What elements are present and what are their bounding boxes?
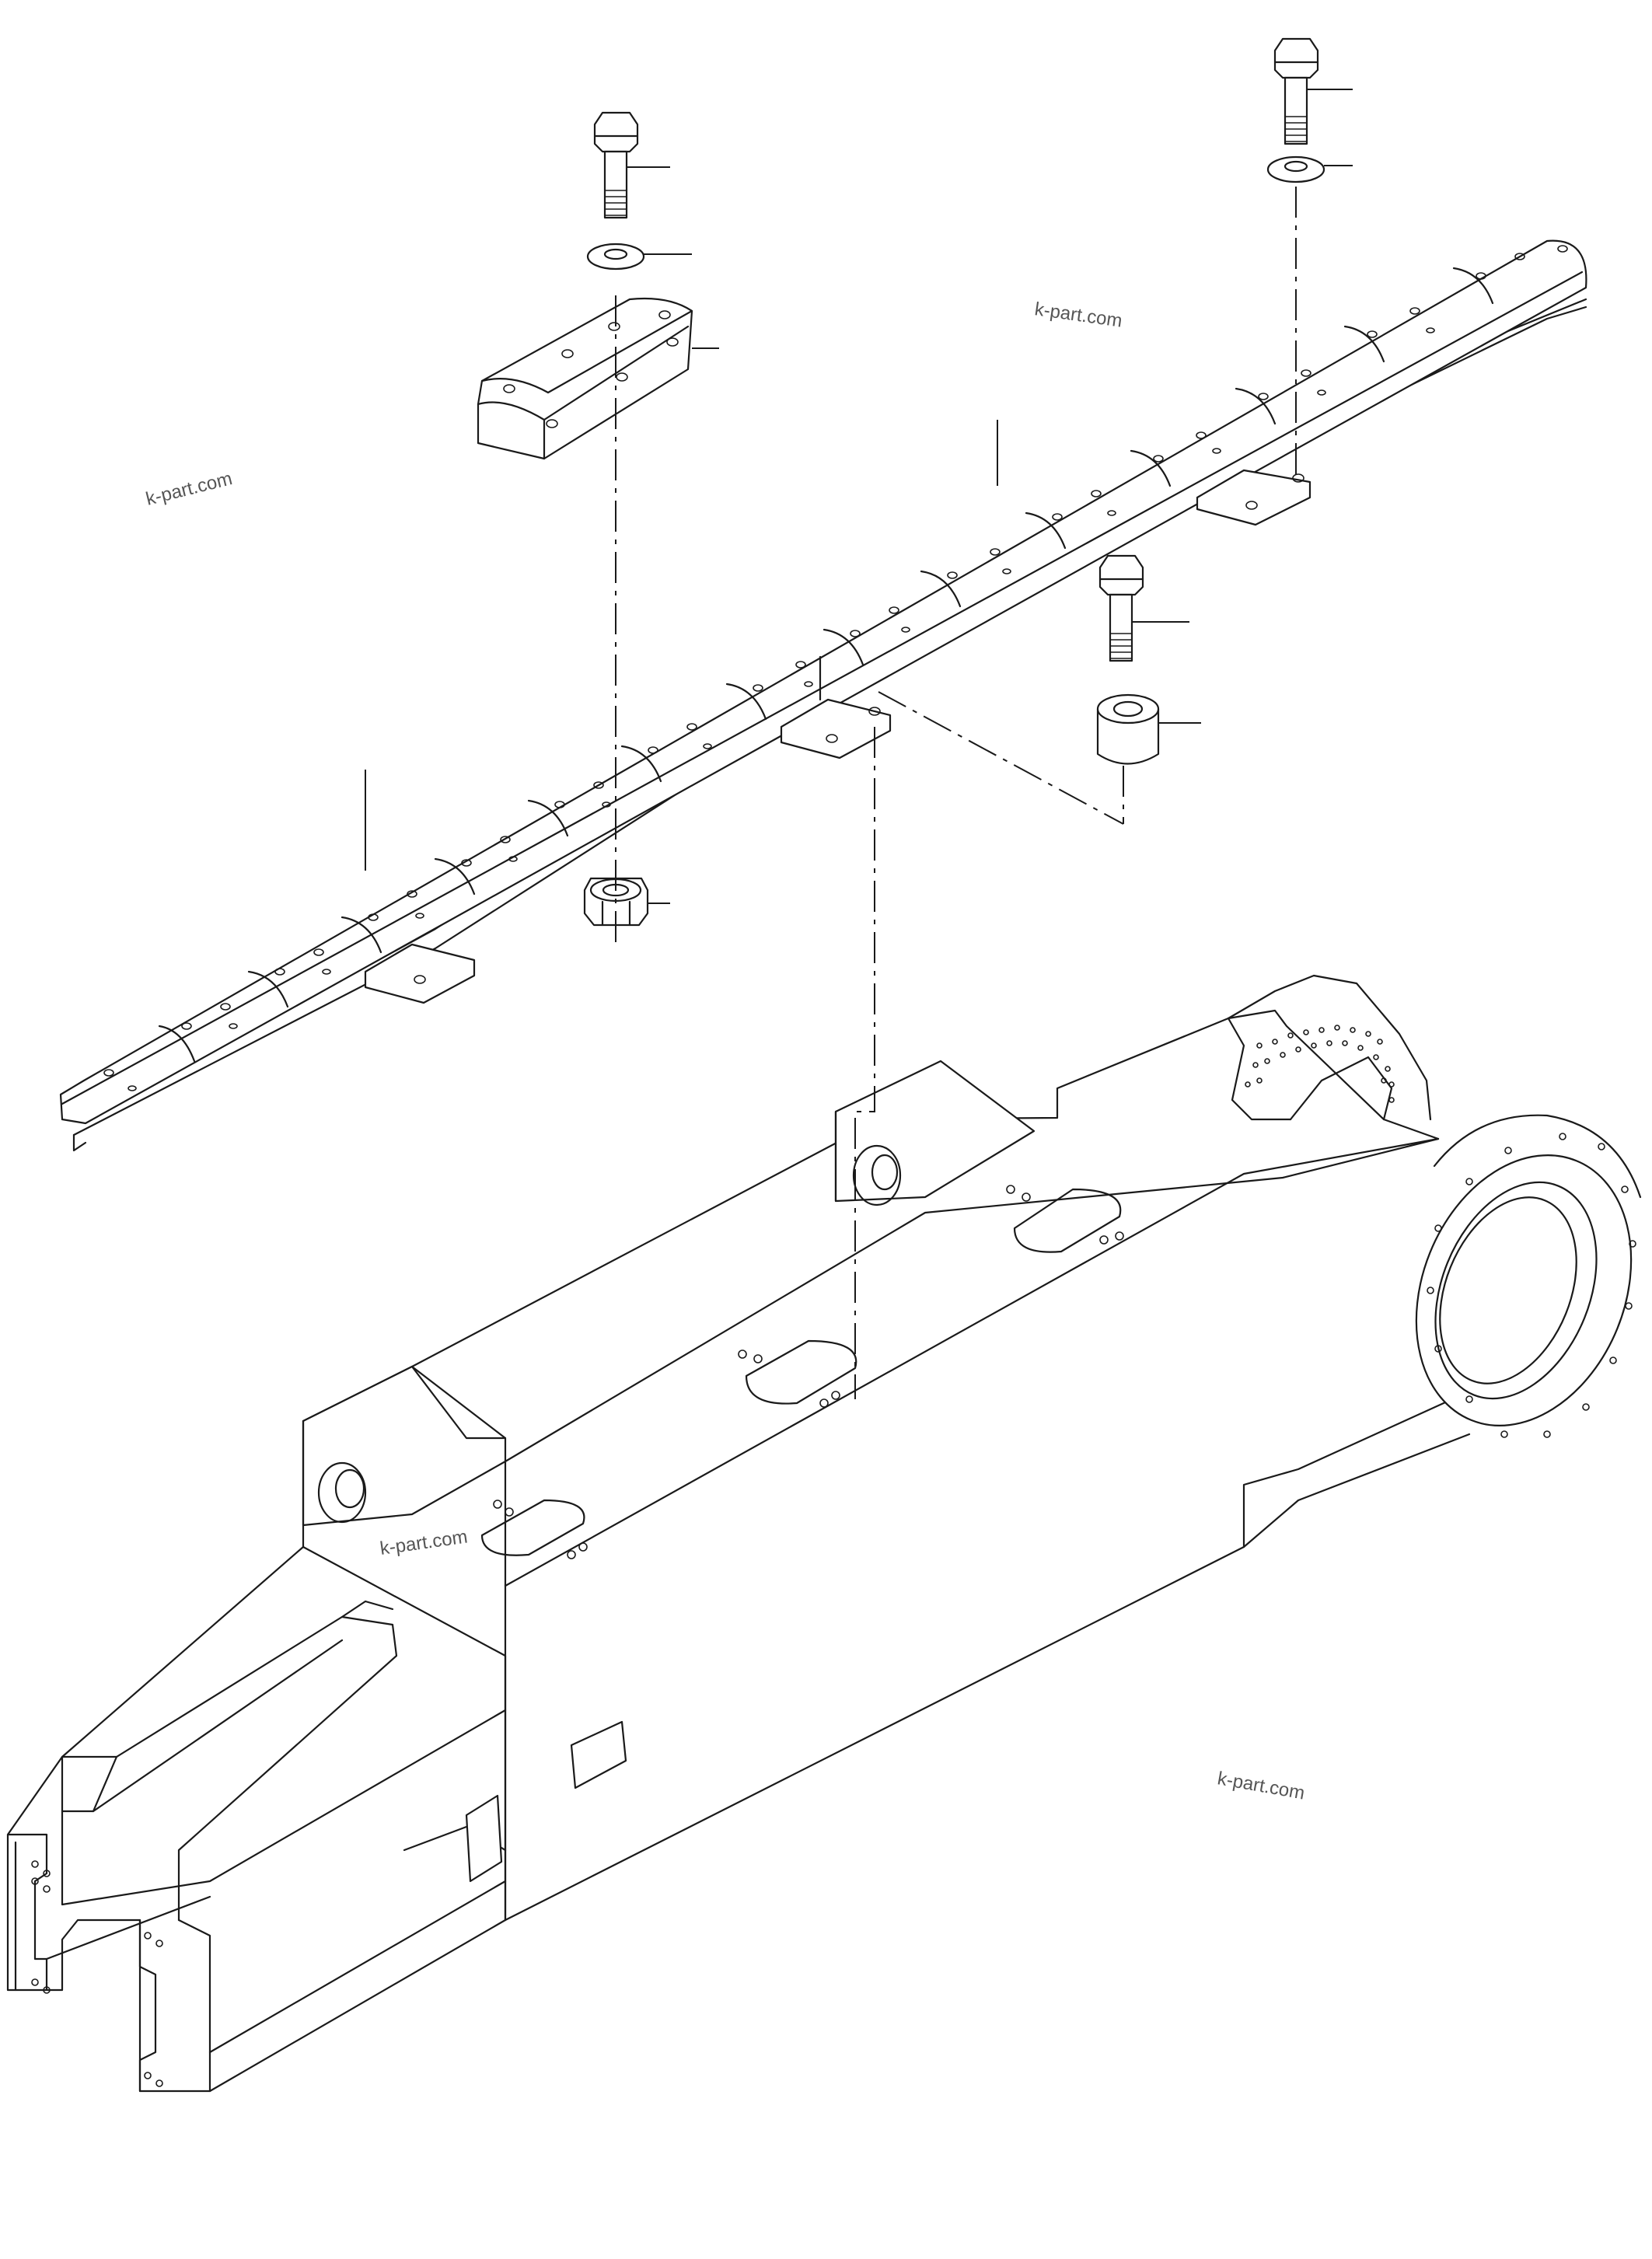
rail-bracket-right	[1196, 469, 1311, 526]
rail-segments	[158, 267, 1494, 1063]
rail-bracket-middle	[780, 698, 892, 759]
watermark-1: k-part.com	[1033, 299, 1123, 332]
watermark-2: k-part.com	[144, 468, 235, 510]
bolt-right	[1273, 37, 1319, 145]
watermark-3: k-part.com	[379, 1526, 469, 1559]
spacer-collar	[1096, 693, 1160, 765]
washer-right	[1266, 155, 1325, 183]
top-slot-middle	[738, 1339, 857, 1408]
watermark-4: k-part.com	[1216, 1768, 1306, 1803]
bolt-left	[593, 111, 639, 219]
assembly-centerlines	[615, 187, 1297, 1399]
guide-rail	[59, 239, 1587, 1152]
side-cover-plate	[570, 1720, 627, 1789]
guard-block	[477, 297, 693, 460]
yoke-hole-pattern	[1245, 1025, 1395, 1103]
side-small-plate	[465, 1794, 503, 1883]
washer-left	[586, 243, 645, 271]
top-slot-front	[1006, 1185, 1124, 1253]
final-drive-flange	[1415, 1114, 1642, 1438]
top-slot-rear	[480, 1499, 588, 1559]
callout-leaders	[365, 89, 1353, 904]
rail-bracket-left	[364, 943, 476, 1004]
track-frame	[6, 974, 1642, 2093]
nose-bolt-holes	[31, 1860, 163, 2087]
rail-bolt-holes	[103, 245, 1568, 1091]
bolt-spacer	[1098, 554, 1144, 662]
